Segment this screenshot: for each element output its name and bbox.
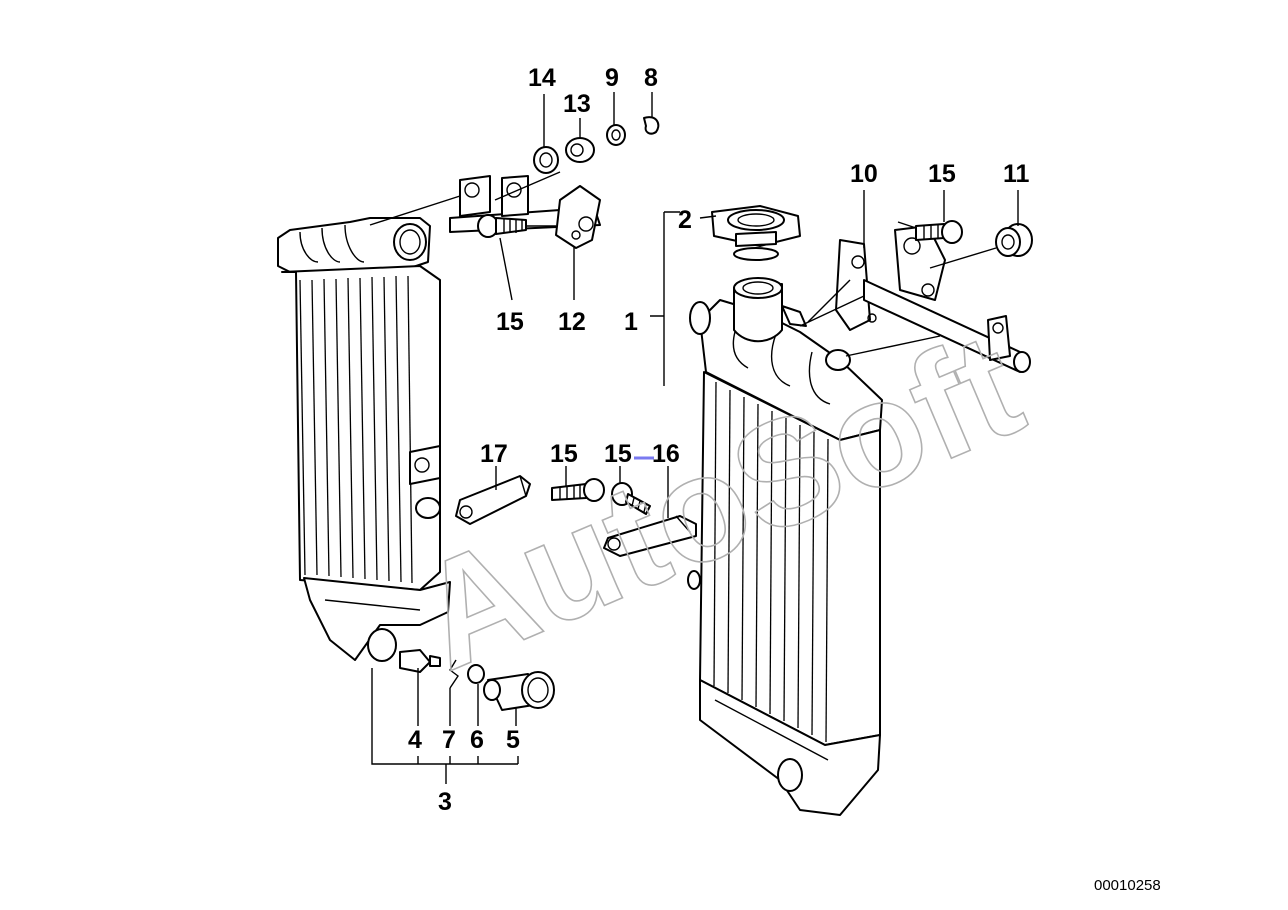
callout-16: 16: [652, 440, 680, 468]
clip-8: [643, 116, 660, 135]
callout-11: 11: [1003, 160, 1030, 188]
callout-10: 10: [850, 160, 878, 188]
callout-17: 17: [480, 440, 508, 468]
clip-7: [449, 659, 459, 689]
bushing-13: [565, 137, 595, 163]
callout-13: 13: [563, 90, 591, 118]
callout-14: 14: [528, 64, 556, 92]
callout-4: 4: [408, 726, 422, 754]
callout-3: 3: [438, 788, 452, 816]
bracket-17: [455, 475, 531, 525]
bracket-10: [799, 225, 1031, 373]
washer-9: [606, 124, 626, 146]
callout-8: 8: [644, 64, 658, 92]
radiator-cap-2: [711, 205, 801, 261]
callout-2: 2: [678, 206, 692, 234]
callout-9: 9: [605, 64, 619, 92]
callout-12: 12: [558, 308, 586, 336]
callout-15-center-b: 15: [604, 440, 632, 468]
callout-15-top-right: 15: [928, 160, 956, 188]
callout-15-top-left: 15: [496, 308, 524, 336]
screw-15-upper-left: [477, 214, 556, 238]
seal-ring-6: [467, 664, 485, 684]
screw-15-upper-right: [897, 220, 963, 244]
left-radiator: [277, 217, 451, 662]
screw-15-center-a: [551, 478, 605, 502]
washer-14: [533, 146, 559, 174]
callout-15-center-a: 15: [550, 440, 578, 468]
hose-fitting-5: [483, 671, 555, 711]
callout-labels: 14 13 9 8 10 15 11 2 1 15 12 17 15 15 16…: [408, 64, 1030, 816]
document-number: 00010258: [1094, 877, 1161, 894]
callout-6: 6: [470, 726, 484, 754]
right-radiator: [687, 277, 883, 816]
temperature-sensor-4: [399, 649, 441, 673]
grommet-11: [929, 223, 1033, 269]
screw-15-center-b: [611, 482, 651, 515]
leader-lines: [371, 92, 1019, 784]
left-radiator-fins: [299, 275, 413, 584]
callout-5: 5: [506, 726, 520, 754]
bracket-16: [603, 515, 697, 557]
callout-7: 7: [442, 726, 456, 754]
callout-1: 1: [624, 308, 638, 336]
right-radiator-fins: [713, 381, 829, 743]
